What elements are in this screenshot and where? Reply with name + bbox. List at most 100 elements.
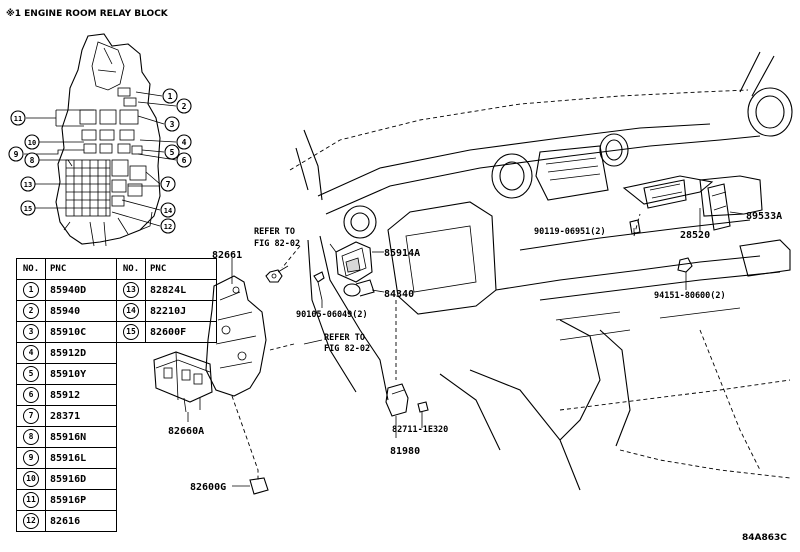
part-82711-clip: [417, 401, 429, 413]
svg-text:7: 7: [166, 180, 171, 189]
svg-text:3: 3: [170, 120, 175, 129]
label-82600G: 82600G: [190, 482, 226, 493]
table-cell-no: 10: [16, 468, 46, 490]
row-number-circle: 5: [23, 366, 39, 382]
table-cell-pnc: 85912D: [45, 342, 117, 364]
table-cell-no: 15: [116, 321, 146, 343]
svg-text:15: 15: [24, 205, 32, 213]
callout-8: 8: [24, 152, 40, 168]
svg-text:9: 9: [14, 150, 19, 159]
part-82660A-relay: [153, 351, 213, 413]
table-cell-pnc: 82210J: [145, 300, 217, 322]
row-number-circle: 8: [23, 429, 39, 445]
table-cell-no: 3: [16, 321, 46, 343]
table-cell-no: 6: [16, 384, 46, 406]
table-cell-no: 14: [116, 300, 146, 322]
svg-text:2: 2: [182, 102, 187, 111]
table-cell-pnc: 82616: [45, 510, 117, 532]
table-header-cell: PNC: [45, 258, 117, 280]
svg-text:4: 4: [182, 138, 187, 147]
svg-text:12: 12: [164, 223, 172, 231]
part-28520: [622, 175, 714, 209]
table-cell-pnc: 85940: [45, 300, 117, 322]
callout-4: 4: [176, 134, 192, 150]
part-85914A-switch: [329, 241, 373, 283]
table-cell-pnc: 85916P: [45, 489, 117, 511]
table-cell-pnc: 82600F: [145, 321, 217, 343]
callout-5: 5: [164, 144, 180, 160]
table-cell-no: 13: [116, 279, 146, 301]
table-header-cell: NO.: [16, 258, 46, 280]
refer-note-2-line1: REFER TO: [324, 333, 365, 343]
table-cell-no: 8: [16, 426, 46, 448]
part-84340: [343, 279, 375, 297]
callout-2: 2: [176, 98, 192, 114]
table-cell-no: 9: [16, 447, 46, 469]
screw-90105: [313, 271, 325, 301]
table-cell-pnc: 85940D: [45, 279, 117, 301]
part-82600G: [249, 477, 269, 495]
label-84340: 84340: [384, 289, 414, 300]
callout-12: 12: [160, 218, 176, 234]
nut-94151: [677, 257, 693, 273]
table-row: 7 28371: [16, 405, 217, 427]
label-81980: 81980: [390, 446, 420, 457]
label-28520: 28520: [680, 230, 710, 241]
row-number-circle: 4: [23, 345, 39, 361]
table-cell-no: 4: [16, 342, 46, 364]
label-90119: 90119-06951(2): [534, 227, 606, 237]
table-cell-no: 1: [16, 279, 46, 301]
callout-7: 7: [160, 176, 176, 192]
label-89533A: 89533A: [746, 211, 782, 222]
table-cell-pnc: 28371: [45, 405, 117, 427]
callout-15: 15: [20, 200, 36, 216]
svg-text:5: 5: [170, 148, 175, 157]
table-cell-no: 7: [16, 405, 46, 427]
table-header-cell: NO.: [116, 258, 146, 280]
callout-11: 11: [10, 110, 26, 126]
screw-90119: [629, 219, 641, 235]
callout-14: 14: [160, 202, 176, 218]
label-82661: 82661: [212, 250, 242, 261]
row-number-circle: 9: [23, 450, 39, 466]
row-number-circle: 1: [23, 282, 39, 298]
nut-fastener: [265, 269, 283, 283]
svg-text:14: 14: [164, 207, 172, 215]
row-number-circle: 14: [123, 303, 139, 319]
relay-block-title: ※1 ENGINE ROOM RELAY BLOCK: [6, 8, 169, 19]
svg-text:13: 13: [24, 181, 32, 189]
row-number-circle: 7: [23, 408, 39, 424]
table-cell-no: 11: [16, 489, 46, 511]
table-cell-no: 2: [16, 300, 46, 322]
table-row: 11 85916P: [16, 489, 217, 511]
row-number-circle: 11: [23, 492, 39, 508]
label-90105: 90105-06049(2): [296, 310, 368, 320]
callout-6: 6: [176, 152, 192, 168]
svg-text:11: 11: [14, 115, 22, 123]
table-cell-pnc: 82824L: [145, 279, 217, 301]
callout-9: 9: [8, 146, 24, 162]
row-number-circle: 3: [23, 324, 39, 340]
svg-text:6: 6: [182, 156, 187, 165]
table-cell-pnc: 85916D: [45, 468, 117, 490]
label-85914A: 85914A: [384, 248, 420, 259]
label-94151: 94151-80600(2): [654, 291, 726, 301]
label-82660A: 82660A: [168, 426, 204, 437]
callout-3: 3: [164, 116, 180, 132]
part-81980: [385, 383, 409, 417]
table-cell-pnc: 85916L: [45, 447, 117, 469]
label-82711: 82711-1E320: [392, 425, 448, 435]
table-cell-pnc: 85912: [45, 384, 117, 406]
table-cell-pnc: 85910C: [45, 321, 117, 343]
